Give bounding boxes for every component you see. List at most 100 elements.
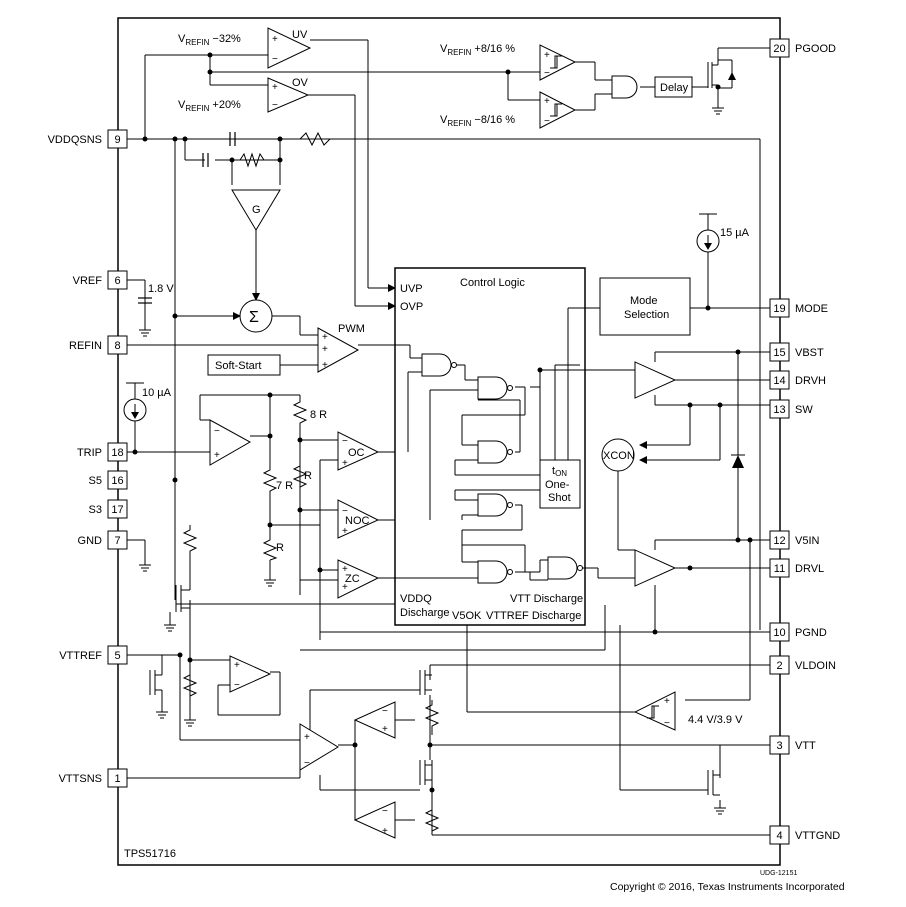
pin-name-vbst: VBST <box>795 347 824 359</box>
pin-num-vddqsns: 9 <box>114 134 120 146</box>
svg-text:+: + <box>304 732 310 743</box>
resistor-8r-label: 8 R <box>310 409 327 421</box>
svg-text:+: + <box>382 724 388 735</box>
sigma-label: Σ <box>249 309 259 326</box>
pin-name-vttgnd: VTTGND <box>795 830 840 842</box>
xcon-label: XCON <box>603 450 635 462</box>
uv-threshold: VREFIN −32% <box>178 33 241 47</box>
pin-name-s5: S5 <box>89 475 102 487</box>
pin-num-vldoin: 2 <box>776 660 782 672</box>
pin-name-s3: S3 <box>89 504 102 516</box>
soft-start-label: Soft-Start <box>215 360 261 372</box>
oc-label: OC <box>348 447 365 459</box>
pin-num-drvl: 11 <box>774 563 785 575</box>
pin-num-gnd: 7 <box>114 535 120 547</box>
resistor-7r-label: 7 R <box>276 480 293 492</box>
pgood-low-threshold: VREFIN −8/16 % <box>440 114 515 128</box>
pin-num-drvh: 14 <box>773 375 785 387</box>
pin-num-sw: 13 <box>773 404 785 416</box>
pin-num-v5in: 12 <box>773 535 785 547</box>
copyright: Copyright © 2016, Texas Instruments Inco… <box>610 881 845 893</box>
pin-name-sw: SW <box>795 404 813 416</box>
svg-text:+: + <box>214 450 220 461</box>
one-shot-label-2: Shot <box>548 492 571 504</box>
pin-name-drvl: DRVL <box>795 563 824 575</box>
svg-text:−: − <box>272 54 278 65</box>
svg-text:+: + <box>322 344 328 355</box>
vttref-discharge-label: VTTREF Discharge <box>486 610 581 622</box>
ovp-label: OVP <box>400 301 423 313</box>
svg-text:−: − <box>664 718 670 729</box>
svg-text:+: + <box>342 526 348 537</box>
svg-text:+: + <box>322 360 328 371</box>
pin-num-mode: 19 <box>773 303 785 315</box>
pin-name-drvh: DRVH <box>795 375 826 387</box>
v5-uvlo-threshold: 4.4 V/3.9 V <box>688 714 743 726</box>
svg-text:+: + <box>382 826 388 837</box>
one-shot-label-1: One- <box>545 479 570 491</box>
pin-name-vldoin: VLDOIN <box>795 660 836 672</box>
svg-text:−: − <box>342 436 348 447</box>
control-logic-label: Control Logic <box>460 277 525 289</box>
svg-text:+: + <box>342 458 348 469</box>
mode-current-label: 15 µA <box>720 227 750 239</box>
pin-name-vref: VREF <box>73 275 103 287</box>
trip-current-label: 10 µA <box>142 387 172 399</box>
mode-selection-label-2: Selection <box>624 309 669 321</box>
uv-label: UV <box>292 29 308 41</box>
g-label: G <box>252 204 261 216</box>
svg-text:−: − <box>272 100 278 111</box>
pin-num-vttgnd: 4 <box>776 830 782 842</box>
svg-text:+: + <box>322 332 328 343</box>
svg-text:+: + <box>664 696 670 707</box>
pin-num-vref: 6 <box>114 275 120 287</box>
resistor-r2-label: R <box>276 542 284 554</box>
svg-text:+: + <box>342 582 348 593</box>
svg-text:+: + <box>234 660 240 671</box>
pin-name-gnd: GND <box>78 535 103 547</box>
svg-text:+: + <box>544 50 550 61</box>
chip-name: TPS51716 <box>124 848 176 860</box>
chip-outline <box>117 17 781 866</box>
svg-text:+: + <box>544 96 550 107</box>
delay-label: Delay <box>660 82 689 94</box>
svg-text:−: − <box>342 506 348 517</box>
vref-voltage-label: 1.8 V <box>148 283 174 295</box>
ov-label: OV <box>292 77 309 89</box>
svg-text:−: − <box>544 68 550 79</box>
vtt-discharge-label: VTT Discharge <box>510 593 583 605</box>
zc-label: ZC <box>345 573 360 585</box>
pin-name-vttsns: VTTSNS <box>59 773 102 785</box>
pin-num-pgnd: 10 <box>773 627 785 639</box>
svg-text:−: − <box>382 706 388 717</box>
ov-threshold: VREFIN +20% <box>178 99 241 113</box>
noc-label: NOC <box>345 515 370 527</box>
v5ok-label: V5OK <box>452 610 482 622</box>
svg-text:−: − <box>214 426 220 437</box>
pin-num-vbst: 15 <box>773 347 785 359</box>
doc-id: UDG-12151 <box>760 870 797 877</box>
pin-name-vttref: VTTREF <box>59 650 102 662</box>
pin-name-vtt: VTT <box>795 740 816 752</box>
pin-num-vttsns: 1 <box>114 773 120 785</box>
pin-name-refin: REFIN <box>69 340 102 352</box>
mode-selection-label-1: Mode <box>630 295 658 307</box>
svg-text:−: − <box>234 680 240 691</box>
pwm-label: PWM <box>338 323 365 335</box>
left-pin-boxes <box>107 129 128 788</box>
pin-name-vddqsns: VDDQSNS <box>48 134 102 146</box>
pin-num-s3: 17 <box>111 504 123 516</box>
delay-block <box>654 76 693 98</box>
pin-num-s5: 16 <box>111 475 123 487</box>
pin-num-trip: 18 <box>111 447 123 459</box>
ton-label: tON <box>552 465 567 478</box>
vddq-discharge-label-1: VDDQ <box>400 593 432 605</box>
svg-text:−: − <box>544 116 550 127</box>
pgood-high-threshold: VREFIN +8/16 % <box>440 43 515 57</box>
pin-name-v5in: V5IN <box>795 535 820 547</box>
pin-num-refin: 8 <box>114 340 120 352</box>
soft-start-block <box>207 354 281 376</box>
svg-text:+: + <box>272 82 278 93</box>
pin-name-trip: TRIP <box>77 447 102 459</box>
